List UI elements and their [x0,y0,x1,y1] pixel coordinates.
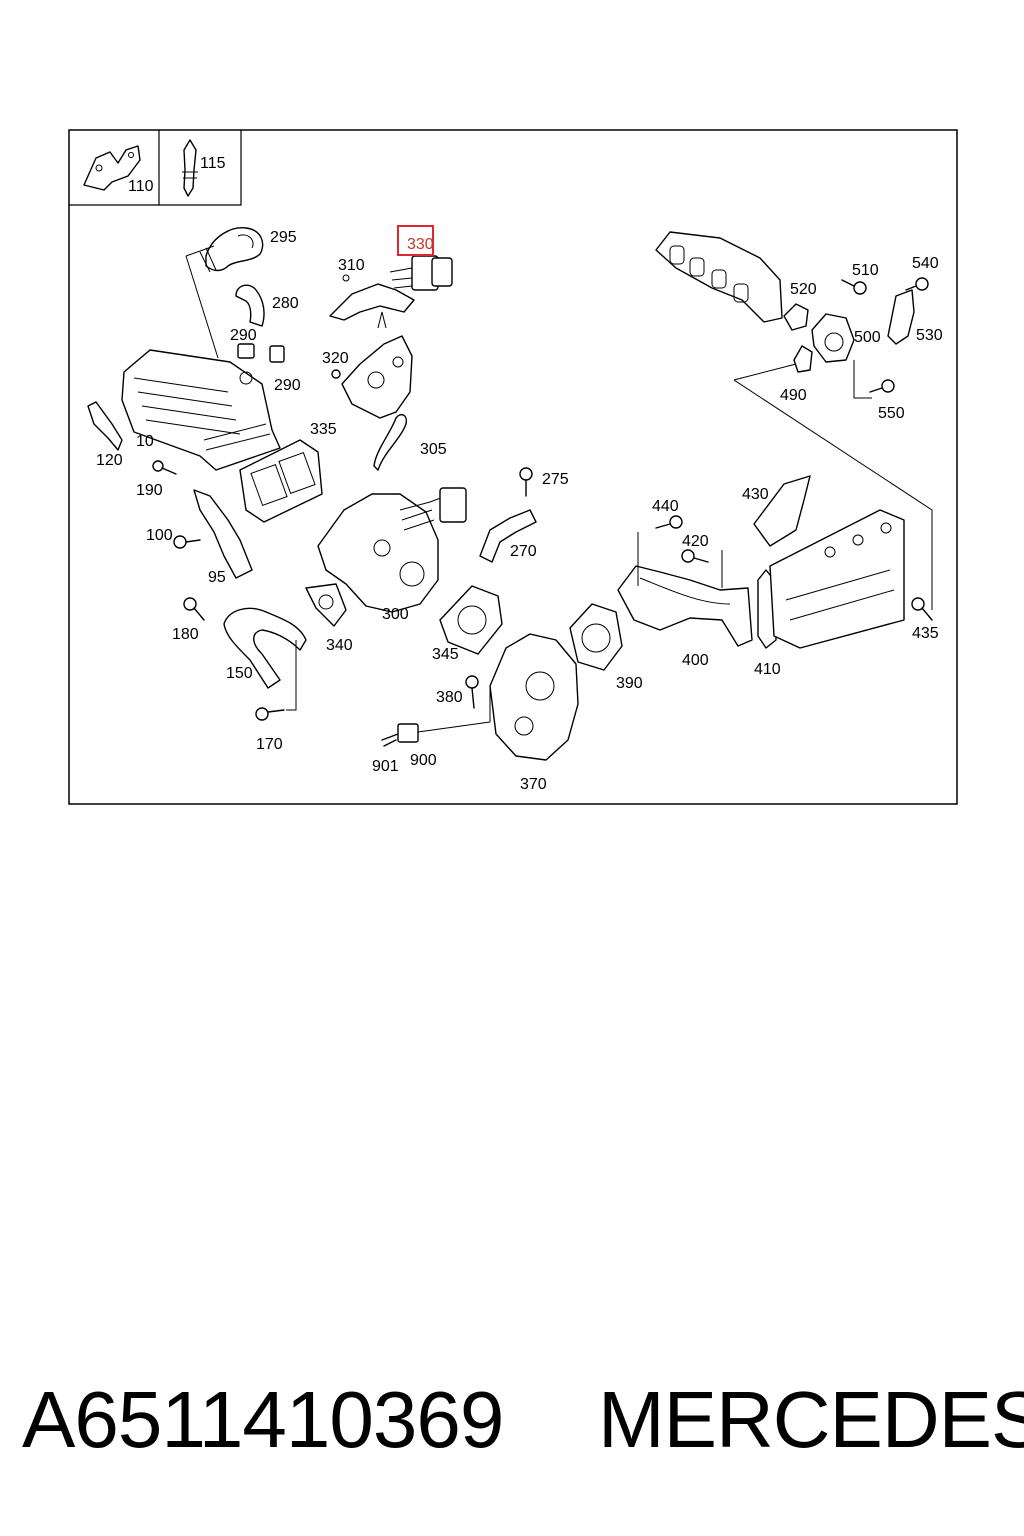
bracket-270-icon [479,509,537,563]
callout-310: 310 [338,257,365,274]
callout-410: 410 [754,661,781,678]
callout-901: 901 [372,758,399,775]
gasket-520-icon [783,303,809,331]
bolt-190-icon [152,460,177,475]
pipe-295-icon [199,227,264,273]
callout-440: 440 [652,498,679,515]
egr-valve-330-icon [389,255,453,291]
callout-170: 170 [256,736,283,753]
clip-290-left-icon [237,343,255,359]
bracket-95-icon [193,489,253,579]
bolt-380-icon [465,675,479,709]
bracket-530-icon [887,289,915,345]
bolt-100-icon [173,535,201,549]
footer: A6511410369 MERCEDES [0,1370,1024,1470]
part-number: A6511410369 [22,1375,504,1464]
callout-190: 190 [136,482,163,499]
callout-900: 900 [410,752,437,769]
callout-115: 115 [200,155,226,172]
callout-435: 435 [912,625,939,642]
callout-120: 120 [96,452,123,469]
bolt-550-icon [869,379,895,393]
egr-cooler-10-icon [121,349,281,471]
heat-shield-430-icon [753,475,811,547]
manifold-pipe-400-icon [617,565,753,647]
callout-180: 180 [172,626,199,643]
hose-280-icon [235,284,265,327]
bolt-435-icon [911,597,933,621]
callout-540: 540 [912,255,939,272]
bolt-510-icon [841,279,867,295]
callout-320: 320 [322,350,349,367]
highlight-box-330 [397,225,434,256]
bracket-120-icon [87,401,123,451]
callout-520: 520 [790,281,817,298]
callout-420: 420 [682,533,709,550]
bracket-110-icon [83,145,141,191]
exhaust-manifold-top-icon [655,231,783,323]
seal-305-icon [373,413,408,471]
exhaust-manifold-right-icon [769,509,905,649]
bolt-170-icon [255,707,285,721]
callout-275: 275 [542,471,569,488]
bolt-180-icon [183,597,205,621]
bolt-275-icon [519,467,533,497]
pipe-150-icon [223,607,307,689]
callout-490: 490 [780,387,807,404]
callout-110: 110 [128,178,154,195]
callout-500: 500 [854,329,881,346]
callout-430: 430 [742,486,769,503]
pipe-500-icon [811,313,855,363]
callout-345: 345 [432,646,459,663]
callout-290-right: 290 [274,377,301,394]
callout-300: 300 [382,606,409,623]
gasket-390-icon [569,603,623,671]
callout-150: 150 [226,665,253,682]
gasket-335-icon [239,439,323,523]
callout-295: 295 [270,229,297,246]
callout-290-left: 290 [230,327,257,344]
callout-280: 280 [272,295,299,312]
valve-body-320-icon [341,311,413,419]
callout-335: 335 [310,421,337,438]
callout-10: 10 [136,433,154,450]
connector-901-icon [381,733,399,747]
gasket-345-icon [439,585,503,655]
callout-95: 95 [208,569,226,586]
callout-380: 380 [436,689,463,706]
gasket-490-icon [793,345,813,373]
bolt-320-icon [331,369,341,379]
callout-530: 530 [916,327,943,344]
brand-name: MERCEDES [598,1375,1024,1464]
leader-lines [185,245,933,722]
bolt-440-icon [655,515,683,529]
callout-400: 400 [682,652,709,669]
callout-390: 390 [616,675,643,692]
sensor-900-icon [397,721,491,743]
housing-370-icon [489,633,579,761]
actuator-310-icon [329,274,415,321]
bolt-540-icon [905,277,929,291]
bolt-420-icon [681,549,709,563]
egr-unit-300-icon [317,487,467,613]
callout-305: 305 [420,441,447,458]
stud-115-icon [182,139,198,197]
callout-370: 370 [520,776,547,793]
inset-box [69,130,242,206]
diagram-frame [68,129,958,805]
callout-340: 340 [326,637,353,654]
callout-330: 330 [407,236,434,253]
clip-290-right-icon [269,345,285,363]
callout-100: 100 [146,527,173,544]
callout-550: 550 [878,405,905,422]
callout-270: 270 [510,543,537,560]
callout-510: 510 [852,262,879,279]
gasket-340-icon [305,583,347,627]
